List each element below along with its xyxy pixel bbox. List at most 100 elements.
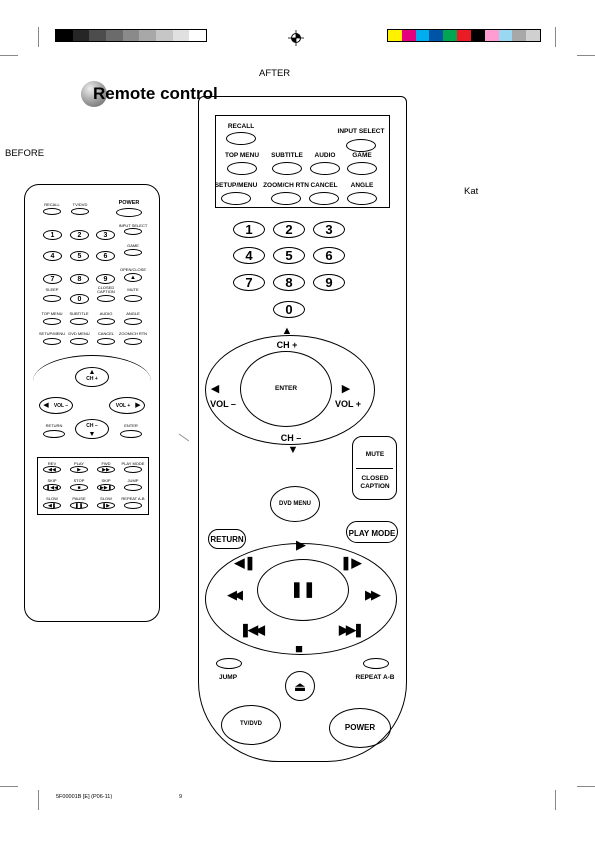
number-0-button[interactable]: 0 <box>70 294 89 304</box>
return-button[interactable] <box>208 529 246 549</box>
closed-caption-button[interactable] <box>97 295 115 302</box>
arrow-down-icon: ▼ <box>88 430 96 438</box>
number-9-button[interactable]: 9 <box>313 274 345 291</box>
top-menu-button[interactable] <box>227 162 257 175</box>
number-1-button[interactable]: 1 <box>43 230 62 240</box>
pause-button[interactable] <box>257 559 349 621</box>
sleep-button[interactable] <box>43 295 61 302</box>
return-button[interactable] <box>43 430 65 438</box>
rev-button[interactable]: ◀◀ <box>43 466 61 473</box>
ch-up-button[interactable] <box>75 367 109 387</box>
zoom-ch-rtn-button[interactable] <box>124 338 142 345</box>
skip-forward-icon[interactable]: ▶▶❚ <box>339 621 364 637</box>
crop-mark <box>577 55 595 56</box>
number-4-button[interactable]: 4 <box>233 247 265 264</box>
number-3-button[interactable]: 3 <box>96 230 115 240</box>
recall-label: RECALL <box>227 123 255 130</box>
eject-button[interactable] <box>285 671 315 701</box>
cancel-button[interactable] <box>97 338 115 345</box>
tv-dvd-button[interactable] <box>221 705 281 745</box>
color-swatch <box>388 30 402 41</box>
number-1-button[interactable]: 1 <box>233 221 265 238</box>
dvd-menu-button[interactable] <box>270 486 320 522</box>
dvd-menu-button[interactable] <box>70 338 88 345</box>
arrow-left-icon: ◀ <box>210 382 220 395</box>
game-button[interactable] <box>347 162 377 175</box>
enter-button[interactable] <box>120 430 142 438</box>
power-button[interactable] <box>116 208 142 217</box>
repeat-ab-button[interactable] <box>363 658 389 669</box>
before-label: BEFORE <box>5 148 45 159</box>
number-6-button[interactable]: 6 <box>96 251 115 261</box>
number-7-button[interactable]: 7 <box>233 274 265 291</box>
number-9-button[interactable]: 9 <box>96 274 115 284</box>
setup-menu-button[interactable] <box>221 192 251 205</box>
number-8-button[interactable]: 8 <box>70 274 89 284</box>
rewind-icon[interactable]: ◀◀ <box>227 586 243 602</box>
stop-icon[interactable]: ■ <box>295 640 303 656</box>
page-title: Remote control <box>93 84 218 103</box>
ch-up-label: CH + <box>276 340 298 350</box>
top-menu-button[interactable] <box>43 318 61 325</box>
subtitle-button[interactable] <box>272 162 302 175</box>
eject-icon: ▲ <box>130 274 136 281</box>
angle-button[interactable] <box>347 192 377 205</box>
setup-menu-button[interactable] <box>43 338 61 345</box>
subtitle-button[interactable] <box>70 318 88 325</box>
zoom-ch-rtn-button[interactable] <box>271 192 301 205</box>
color-swatch <box>156 30 173 41</box>
slow-forward-icon[interactable]: ❚▶ <box>340 554 362 570</box>
play-button[interactable]: ▶ <box>70 466 88 473</box>
input-select-button[interactable] <box>124 228 142 235</box>
closed-caption-label-2[interactable]: CAPTION <box>360 483 390 490</box>
number-5-button[interactable]: 5 <box>70 251 89 261</box>
tv-dvd-button[interactable] <box>71 208 89 215</box>
recall-button[interactable] <box>43 208 61 215</box>
fast-forward-icon[interactable]: ▶▶ <box>365 586 381 602</box>
recall-button[interactable] <box>226 132 256 145</box>
fwd-button[interactable]: ▶▶ <box>97 466 115 473</box>
number-0-button[interactable]: 0 <box>273 301 305 318</box>
slow-reverse-icon[interactable]: ◀❚ <box>234 554 256 570</box>
slow-forward-button[interactable]: ❚▶ <box>97 502 115 509</box>
slow-reverse-button[interactable]: ◀❚ <box>43 502 61 509</box>
skip-forward-button[interactable]: ▶▶❚ <box>97 484 115 491</box>
number-2-button[interactable]: 2 <box>70 230 89 240</box>
enter-button[interactable] <box>240 351 332 427</box>
pause-button[interactable]: ❚❚ <box>70 502 88 509</box>
input-select-button[interactable] <box>346 139 376 152</box>
closed-caption-label-1[interactable]: CLOSED <box>361 475 389 482</box>
jump-button[interactable] <box>216 658 242 669</box>
power-button[interactable] <box>329 708 391 748</box>
skip-back-button[interactable]: ❚◀◀ <box>43 484 61 491</box>
ch-down-button[interactable] <box>75 419 109 439</box>
vol-up-button[interactable] <box>109 397 145 414</box>
vol-down-button[interactable] <box>39 397 73 414</box>
play-icon[interactable]: ▶ <box>296 536 306 552</box>
angle-button[interactable] <box>124 318 142 325</box>
play-mode-button[interactable] <box>124 466 142 473</box>
stop-button[interactable]: ■ <box>70 484 88 491</box>
audio-label: AUDIO <box>99 311 113 316</box>
number-3-button[interactable]: 3 <box>313 221 345 238</box>
number-6-button[interactable]: 6 <box>313 247 345 264</box>
audio-button[interactable] <box>310 162 340 175</box>
vol-down-label: VOL – <box>53 403 69 409</box>
game-button[interactable] <box>124 249 142 256</box>
cancel-button[interactable] <box>309 192 339 205</box>
setup-menu-label: SETUP/MENU <box>38 331 66 336</box>
play-mode-button[interactable] <box>346 521 398 543</box>
number-7-button[interactable]: 7 <box>43 274 62 284</box>
mute-label[interactable]: MUTE <box>365 451 385 458</box>
mute-button[interactable] <box>124 295 142 302</box>
number-4-button[interactable]: 4 <box>43 251 62 261</box>
open-close-button[interactable] <box>124 273 142 282</box>
audio-button[interactable] <box>97 318 115 325</box>
repeat-ab-button[interactable] <box>124 502 142 509</box>
number-5-button[interactable]: 5 <box>273 247 305 264</box>
sleep-label: SLEEP <box>45 287 59 292</box>
jump-button[interactable] <box>124 484 142 491</box>
number-8-button[interactable]: 8 <box>273 274 305 291</box>
number-2-button[interactable]: 2 <box>273 221 305 238</box>
skip-back-icon[interactable]: ❚◀◀ <box>240 621 265 637</box>
